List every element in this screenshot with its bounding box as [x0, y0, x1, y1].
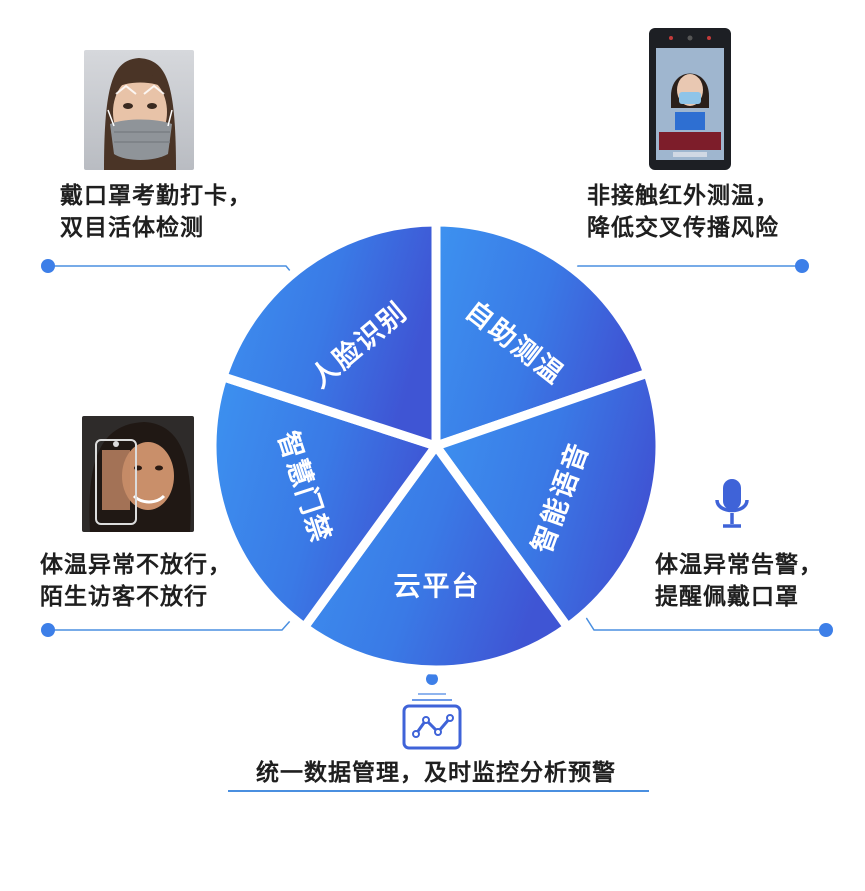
segment-cloud-platform-label: 云平台	[394, 571, 481, 603]
segment-self-temperature	[431, 368, 665, 632]
segment-cloud-platform	[207, 372, 441, 632]
face-mask-caption: 戴口罩考勤打卡， 双目活体检测	[60, 180, 252, 244]
connector-dot-voice	[819, 623, 833, 637]
face-mask-caption-line2: 双目活体检测	[60, 215, 204, 241]
microphone-icon	[715, 479, 749, 528]
temperature-terminal-illustration	[656, 35, 724, 160]
connector-dot-cloud	[426, 673, 438, 685]
voice-caption-line2: 提醒佩戴口罩	[655, 584, 799, 610]
temperature-device-photo	[649, 28, 731, 170]
cloud-platform-caption: 统一数据管理，及时监控分析预警	[256, 760, 616, 786]
access-caption: 体温异常不放行， 陌生访客不放行	[40, 549, 232, 613]
segment-smart-access	[218, 217, 441, 451]
analytics-chart-icon	[402, 693, 462, 750]
connector-dot-temperature	[795, 259, 809, 273]
face-mask-caption-line1: 戴口罩考勤打卡，	[60, 183, 252, 209]
voice-caption-line1: 体温异常告警，	[655, 552, 823, 578]
masked-face-illustration	[104, 58, 176, 170]
access-face-photo	[82, 416, 194, 532]
access-caption-line2: 陌生访客不放行	[40, 584, 208, 610]
temperature-caption-line1: 非接触红外测温，	[587, 183, 779, 209]
segment-smart-voice	[299, 441, 573, 675]
voice-caption: 体温异常告警， 提醒佩戴口罩	[655, 549, 823, 613]
bottom-divider	[228, 790, 649, 792]
temperature-caption-line2: 降低交叉传播风险	[587, 215, 779, 241]
connector-dot-access	[41, 623, 55, 637]
face-mask-photo	[84, 50, 194, 170]
temperature-caption: 非接触红外测温， 降低交叉传播风险	[587, 180, 779, 244]
access-caption-line1: 体温异常不放行，	[40, 552, 232, 578]
connector-dot-face-mask	[41, 259, 55, 273]
face-scan-illustration	[89, 422, 191, 532]
